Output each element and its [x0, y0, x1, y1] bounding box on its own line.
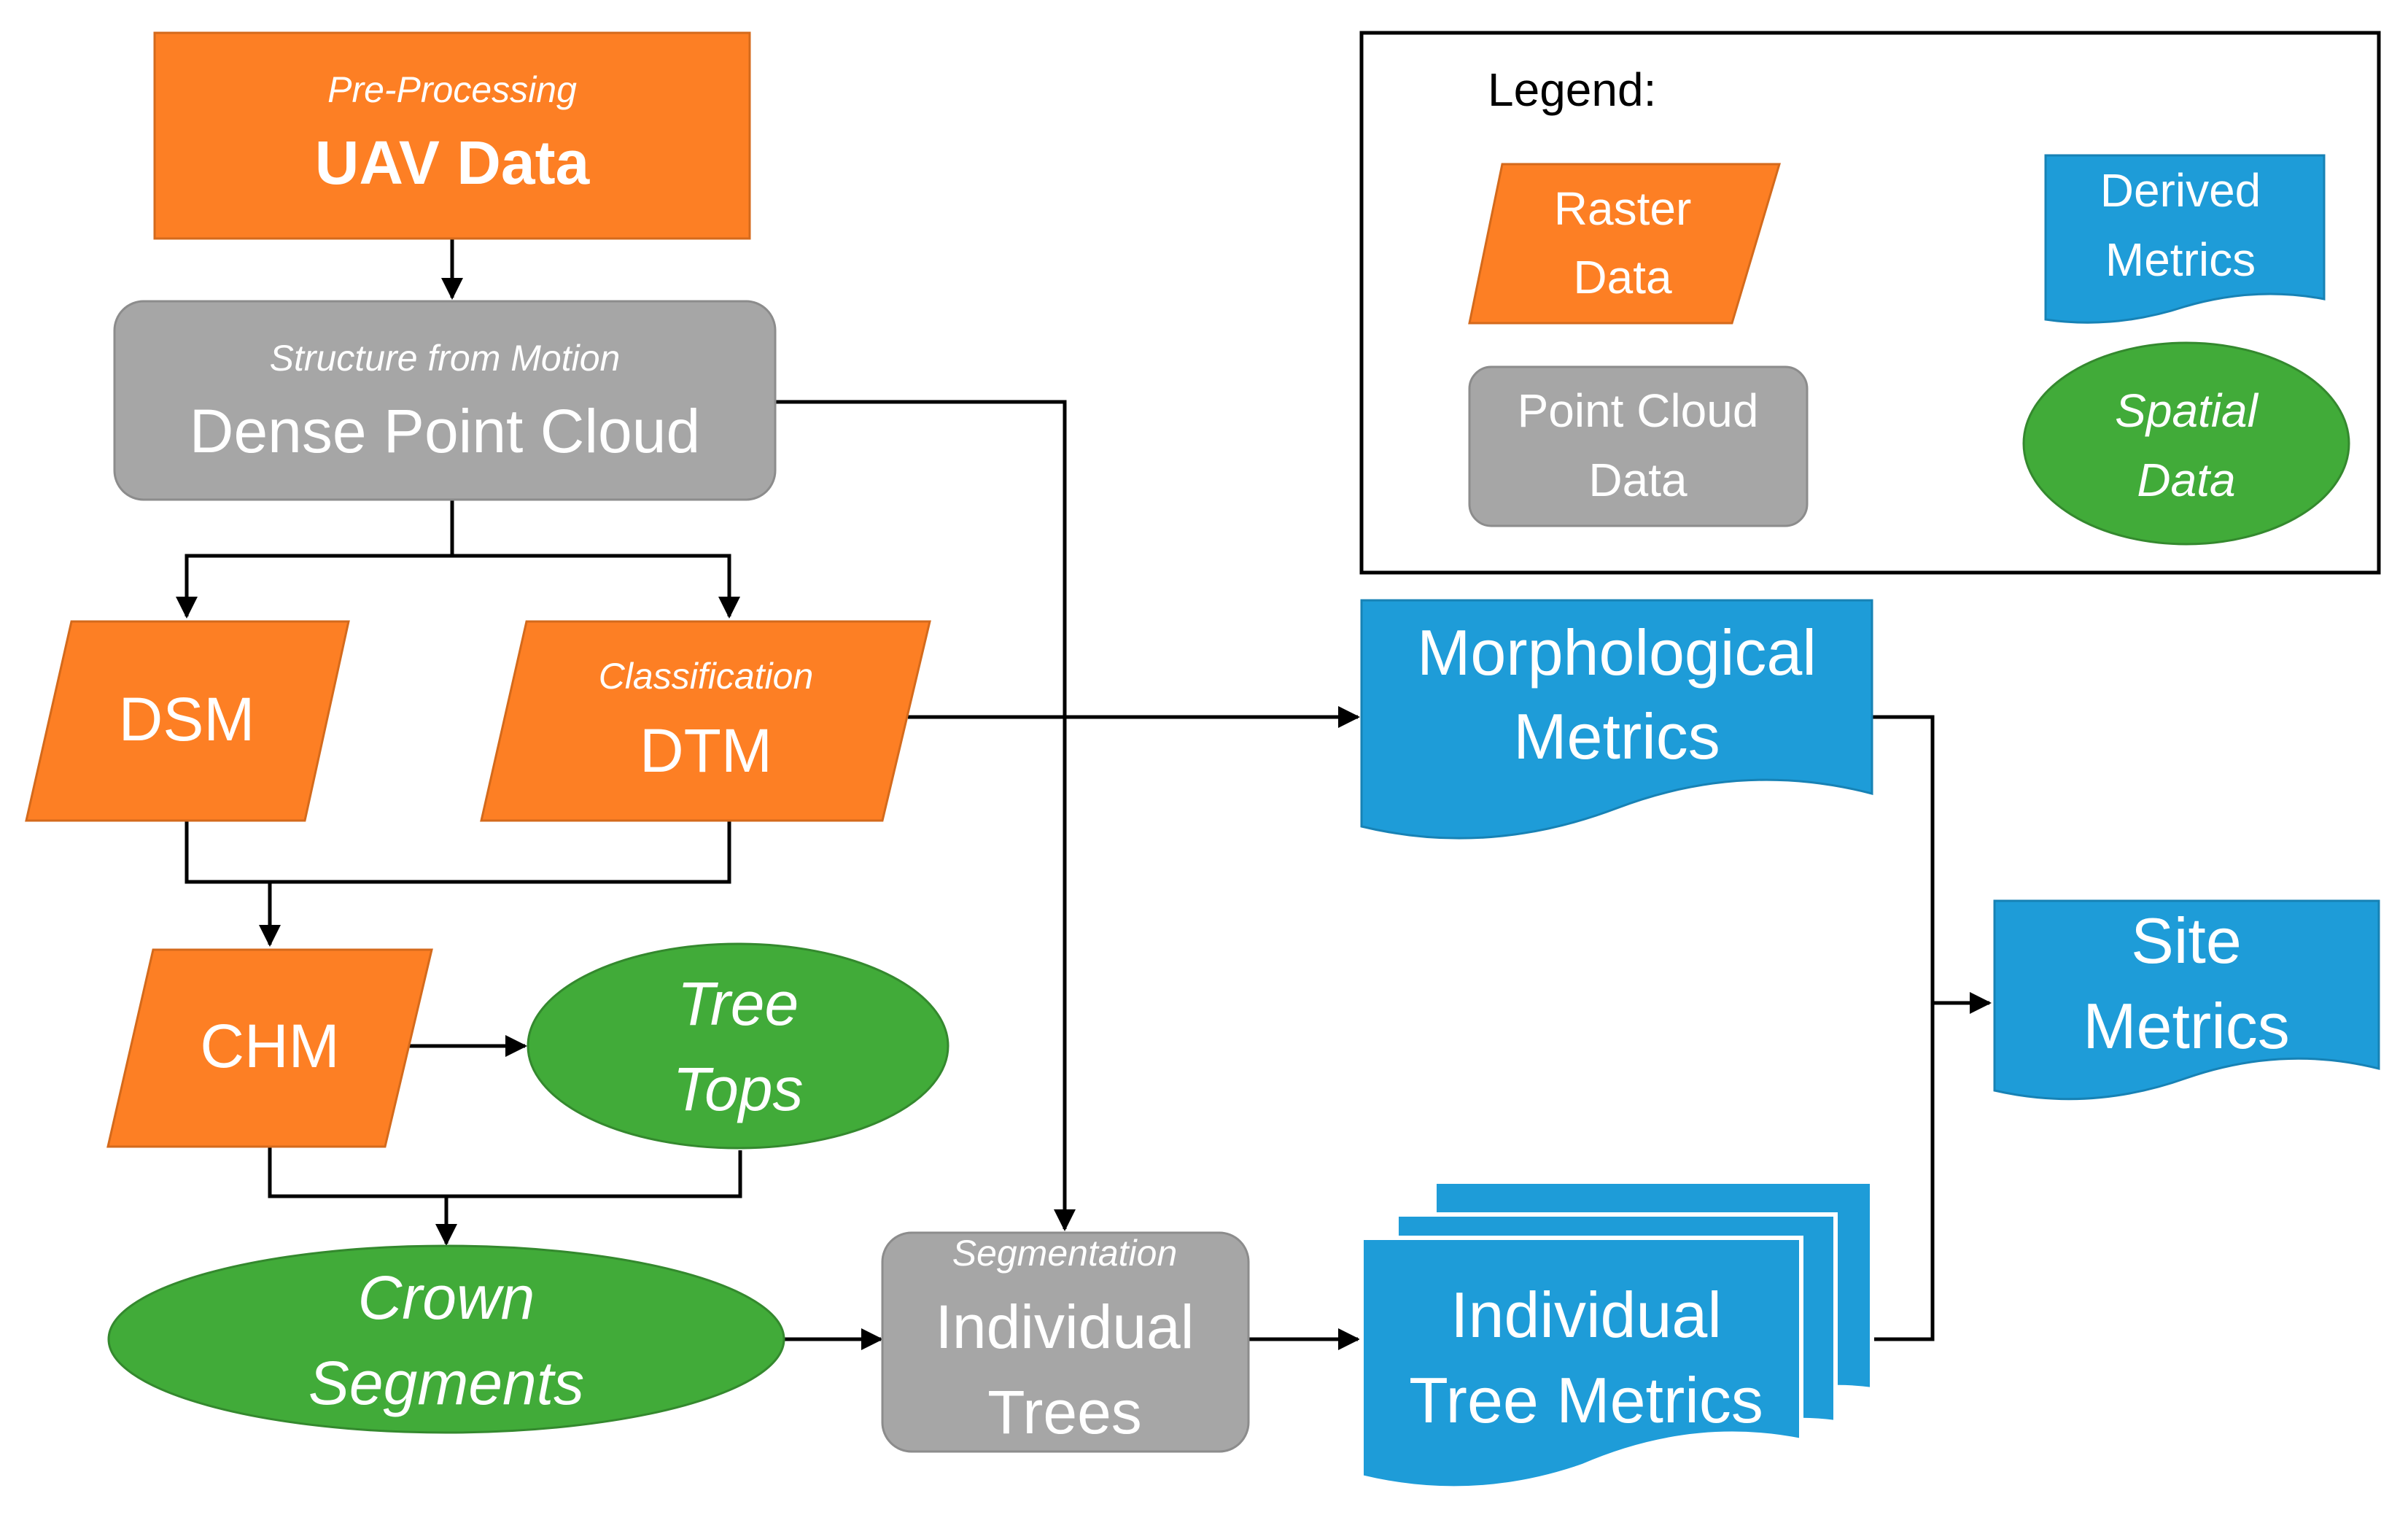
legend: Legend: Raster Data Derived Metrics Poin…	[1359, 31, 2381, 575]
chm-title: CHM	[200, 1012, 339, 1080]
tree-tops-line1: Tree	[677, 969, 799, 1038]
node-tree-tops: Tree Tops	[527, 942, 949, 1150]
crown-segments-line2: Segments	[308, 1349, 584, 1417]
arrow-sfm-to-dsm	[176, 500, 454, 619]
uav-data-shape	[153, 31, 751, 240]
node-dtm: Classification DTM	[480, 620, 931, 822]
dtm-title: DTM	[640, 716, 772, 785]
itm-line1: Individual	[1450, 1279, 1722, 1351]
arrow-sfm-to-indiv-trees	[775, 400, 1076, 1231]
legend-point-cloud: Point Cloud Data	[1468, 365, 1809, 527]
site-metrics-shape	[1993, 899, 2380, 1101]
legend-title: Legend:	[1488, 63, 1656, 116]
legend-spatial-line1: Spatial	[2115, 384, 2259, 437]
tree-tops-shape	[527, 942, 949, 1150]
node-chm: CHM	[106, 948, 433, 1148]
site-metrics-line1: Site	[2131, 904, 2242, 977]
dense-point-cloud-shape	[113, 300, 777, 501]
legend-raster-line2: Data	[1573, 251, 1672, 303]
individual-trees-subtitle: Segmentation	[952, 1233, 1178, 1274]
legend-derived-shape	[2044, 154, 2326, 324]
crown-segments-shape	[107, 1244, 785, 1434]
morphological-metrics-shape	[1360, 599, 1873, 840]
legend-derived: Derived Metrics	[2044, 154, 2326, 324]
dsm-title: DSM	[119, 685, 255, 753]
dtm-subtitle: Classification	[599, 656, 814, 697]
arrow-sfm-to-dtm	[452, 554, 740, 619]
legend-spatial-shape	[2022, 341, 2350, 546]
legend-point-cloud-shape	[1468, 365, 1809, 527]
chm-shape	[106, 948, 433, 1148]
individual-trees-shape	[881, 1231, 1250, 1453]
legend-spatial: Spatial Data	[2022, 341, 2350, 546]
legend-spatial-line2: Data	[2137, 454, 2235, 506]
individual-trees-line1: Individual	[936, 1293, 1195, 1361]
individual-trees-line2: Trees	[987, 1378, 1142, 1446]
itm-line2: Tree Metrics	[1409, 1364, 1763, 1436]
site-metrics-line2: Metrics	[2083, 990, 2290, 1062]
itm-front-page	[1359, 1236, 1803, 1491]
connectors	[176, 239, 1989, 1350]
legend-raster-line1: Raster	[1554, 182, 1692, 235]
crown-segments-line1: Crown	[358, 1263, 535, 1332]
node-uav-data: Pre-Processing UAV Data	[153, 31, 751, 240]
morphological-metrics-line2: Metrics	[1513, 700, 1720, 772]
node-crown-segments: Crown Segments	[107, 1244, 785, 1434]
node-individual-trees: Segmentation Individual Trees	[881, 1231, 1250, 1453]
uav-data-title: UAV Data	[315, 128, 591, 197]
node-individual-tree-metrics: Individual Tree Metrics	[1359, 1179, 1874, 1491]
legend-raster: Raster Data	[1468, 163, 1782, 325]
node-dsm: DSM	[25, 620, 350, 822]
uav-data-subtitle: Pre-Processing	[327, 69, 577, 110]
node-dense-point-cloud: Structure from Motion Dense Point Cloud	[113, 300, 777, 501]
dsm-shape	[25, 620, 350, 822]
legend-raster-shape	[1468, 163, 1782, 325]
legend-point-cloud-line1: Point Cloud	[1518, 384, 1759, 437]
legend-point-cloud-line2: Data	[1588, 454, 1687, 506]
tree-tops-line2: Tops	[672, 1055, 803, 1123]
dense-point-cloud-subtitle: Structure from Motion	[270, 338, 621, 379]
arrow-metrics-to-site	[1872, 715, 1989, 1341]
arrow-chm-treetops-to-crown	[268, 1147, 742, 1244]
dtm-shape	[480, 620, 931, 822]
node-morphological-metrics: Morphological Metrics	[1360, 599, 1873, 840]
morphological-metrics-line1: Morphological	[1417, 616, 1817, 689]
legend-derived-line2: Metrics	[2105, 233, 2256, 286]
dense-point-cloud-title: Dense Point Cloud	[190, 397, 700, 465]
arrow-dsm-dtm-to-chm	[185, 821, 731, 945]
legend-derived-line1: Derived	[2100, 164, 2261, 217]
node-site-metrics: Site Metrics	[1993, 899, 2380, 1101]
